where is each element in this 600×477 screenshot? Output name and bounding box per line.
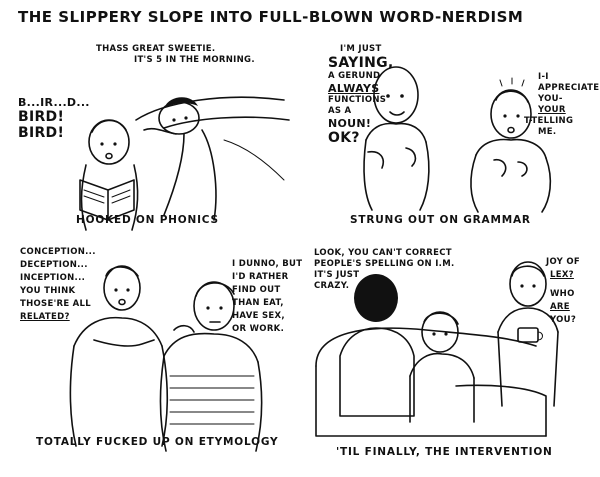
panel-1-drawing [14, 30, 306, 235]
panel-4-caption: 'TIL FINALLY, THE INTERVENTION [336, 446, 553, 458]
child-speech-bubble: B...IR...D... BIRD! BIRD! [18, 96, 90, 141]
speaker-line-1: I'M JUST [340, 44, 382, 54]
speaker-line-3: A GERUND [328, 71, 381, 81]
panel-2-caption: STRUNG OUT ON GRAMMAR [350, 214, 531, 226]
speaker-line-4: ALWAYS [328, 82, 380, 95]
speaker-line-7: NOUN! [328, 117, 372, 130]
intervention-aside-bubble: JOY OF LEX? WHO ARE YOU? [546, 256, 580, 327]
child-line-2: BIRD! [18, 109, 65, 125]
intervention-aside-line-3: WHO [550, 289, 575, 299]
speaker-line-5: FUNCTIONS [328, 95, 387, 105]
intervention-aside-line-1: JOY OF [546, 257, 581, 267]
intervention-aside-line-2: LEX? [550, 270, 574, 280]
speaker-line-6: AS A [328, 106, 352, 116]
etymology-speaker-line-1: CONCEPTION... [20, 247, 96, 257]
parent-line-2: IT'S 5 IN THE MORNING. [134, 55, 255, 65]
intervention-friend-line-4: CRAZY. [314, 281, 350, 291]
panel-hooked-on-phonics: THASS GREAT SWEETIE. IT'S 5 IN THE MORNI… [14, 30, 306, 235]
panel-3-drawing [14, 236, 306, 471]
panel-totally-fucked-up-on-etymology: CONCEPTION... DECEPTION... INCEPTION... … [14, 236, 306, 471]
etymology-listener-bubble: I DUNNO, BUT I'D RATHER FIND OUT THAN EA… [232, 258, 302, 336]
listener-line-6: ME. [538, 127, 557, 137]
etymology-listener-line-1: I DUNNO, BUT [232, 259, 303, 269]
etymology-listener-line-5: HAVE SEX, [232, 311, 285, 321]
intervention-friend-line-2: PEOPLE'S SPELLING ON I.M. [314, 259, 455, 269]
speaker-line-8: OK? [328, 130, 360, 146]
etymology-listener-line-4: THAN EAT, [232, 298, 284, 308]
listener-line-2: APPRECIATE [538, 83, 600, 93]
child-line-1: B...IR...D... [18, 96, 90, 109]
etymology-speaker-line-6: RELATED? [20, 312, 70, 322]
child-line-3: BIRD! [18, 125, 65, 141]
parent-speech-bubble: THASS GREAT SWEETIE. IT'S 5 IN THE MORNI… [96, 44, 255, 66]
panel-1-caption: HOOKED ON PHONICS [76, 214, 219, 226]
listener-line-4: YOUR [538, 105, 566, 115]
etymology-listener-line-6: OR WORK. [232, 324, 285, 334]
intervention-friend-line-1: LOOK, YOU CAN'T CORRECT [314, 248, 452, 258]
parent-line-1: THASS GREAT SWEETIE. [96, 44, 216, 54]
intervention-friend-bubble: LOOK, YOU CAN'T CORRECT PEOPLE'S SPELLIN… [314, 248, 454, 292]
panel-2-drawing [306, 30, 590, 235]
listener-line-3: YOU- [538, 94, 563, 104]
panel-3-caption: TOTALLY FUCKED UP ON ETYMOLOGY [36, 436, 279, 448]
speaker-line-2: SAYING, [328, 55, 394, 71]
intervention-friend-line-3: IT'S JUST [314, 270, 360, 280]
etymology-speaker-line-5: THOSE'RE ALL [20, 299, 91, 309]
etymology-speaker-bubble: CONCEPTION... DECEPTION... INCEPTION... … [20, 246, 96, 324]
etymology-speaker-line-3: INCEPTION... [20, 273, 86, 283]
comic-title: THE SLIPPERY SLOPE INTO FULL-BLOWN WORD-… [18, 8, 524, 26]
intervention-aside-line-4: ARE [550, 302, 570, 312]
etymology-speaker-line-4: YOU THINK [20, 286, 76, 296]
etymology-listener-line-3: FIND OUT [232, 285, 281, 295]
speaker-speech-bubble: I'M JUST SAYING, A GERUND ALWAYS FUNCTIO… [328, 44, 394, 146]
etymology-speaker-line-2: DECEPTION... [20, 260, 88, 270]
panel-the-intervention: LOOK, YOU CAN'T CORRECT PEOPLE'S SPELLIN… [306, 236, 590, 471]
panel-strung-out-on-grammar: I'M JUST SAYING, A GERUND ALWAYS FUNCTIO… [306, 30, 599, 235]
panel-4-drawing [306, 236, 590, 471]
listener-line-5: T-TELLING [524, 116, 574, 126]
intervention-aside-line-5: YOU? [550, 315, 577, 325]
listener-speech-bubble: I-I APPRECIATE YOU- YOUR T-TELLING ME. [524, 72, 600, 138]
etymology-listener-line-2: I'D RATHER [232, 272, 289, 282]
listener-line-1: I-I [538, 72, 549, 82]
